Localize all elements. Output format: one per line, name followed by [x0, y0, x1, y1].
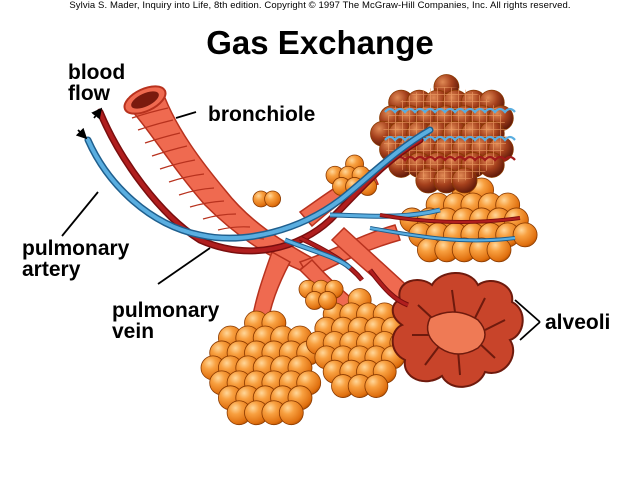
label-bronchiole: bronchiole — [208, 103, 316, 126]
alveolus-cross-section — [391, 272, 524, 388]
copyright-notice: Sylvia S. Mader, Inquiry into Life, 8th … — [69, 0, 571, 11]
alveolar-sac-small-middle — [298, 279, 344, 310]
capillary-vessel — [384, 135, 516, 142]
capillary-network — [383, 87, 516, 183]
alveolar-sac-small-left — [252, 190, 282, 208]
alveolus-sphere — [278, 400, 304, 426]
capillary-vessel — [384, 155, 516, 162]
label-pulmonary-artery: pulmonary artery — [22, 238, 129, 280]
capillary-vessel — [384, 107, 516, 114]
bronchiole-lumen — [131, 91, 159, 109]
label-blood-flow-line2: flow — [68, 82, 110, 105]
label-pulmonary-vein-line1: pulmonary — [112, 299, 220, 322]
alveolus-sphere — [318, 291, 337, 310]
label-blood-flow-line1: blood — [68, 61, 126, 84]
label-leader-lines — [61, 107, 541, 341]
label-blood-flow: blood flow — [68, 62, 125, 104]
alveolus-sphere — [264, 190, 282, 208]
alveolar-sac-lower-left — [200, 310, 322, 426]
alveolus-sphere — [512, 222, 538, 248]
diagram-title: Gas Exchange — [206, 24, 434, 61]
label-pulmonary-artery-line2: artery — [22, 258, 81, 281]
label-pulmonary-artery-line1: pulmonary — [22, 237, 130, 260]
capillary-mesh — [383, 87, 507, 183]
label-alveoli: alveoli — [545, 311, 611, 334]
alveolus-sphere — [364, 374, 389, 398]
label-pulmonary-vein-line2: vein — [112, 320, 155, 343]
blood-vessels — [84, 108, 521, 308]
label-pulmonary-vein: pulmonary vein — [112, 300, 219, 342]
